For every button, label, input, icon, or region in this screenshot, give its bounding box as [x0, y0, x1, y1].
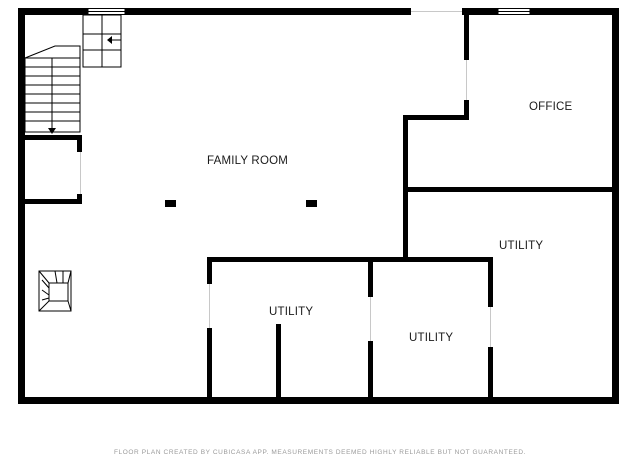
- stair-arrows: [48, 36, 121, 134]
- office-west-wall-lower: [464, 100, 469, 120]
- office-west-wall-upper: [464, 8, 469, 60]
- utility-middle-east-wall-bottom: [488, 347, 493, 404]
- closet-north-wall: [18, 135, 82, 140]
- door-openings: [80, 11, 491, 347]
- utility-left-stub-wall: [276, 324, 281, 404]
- office-south-wall: [403, 187, 619, 192]
- room-label-family-room: FAMILY ROOM: [207, 155, 289, 167]
- south-wall: [18, 397, 619, 404]
- utility-divider-wall-top: [368, 257, 373, 297]
- closet-south-wall: [18, 199, 82, 204]
- windows: [87, 8, 531, 15]
- north-wall-right-a: [462, 8, 498, 15]
- west-wall: [18, 8, 25, 404]
- closet-east-wall-top: [77, 135, 82, 152]
- north-wall-middle: [125, 8, 411, 15]
- room-label-office: OFFICE: [529, 101, 573, 113]
- utility-middle-east-wall-top: [488, 257, 493, 307]
- room-label-utility-left: UTILITY: [269, 306, 314, 318]
- north-wall-left: [18, 8, 88, 15]
- east-wall: [612, 8, 619, 404]
- room-label-utility-right: UTILITY: [499, 240, 544, 252]
- stair-down-arrow-icon: [48, 128, 56, 134]
- support-post-left: [165, 200, 176, 207]
- floor-plan-disclaimer: FLOOR PLAN CREATED BY CUBICASA APP. MEAS…: [113, 449, 527, 456]
- staircase: [24, 14, 122, 133]
- stair-left-arrow-icon: [107, 36, 112, 44]
- support-post-right: [306, 200, 317, 207]
- utility-divider-wall-bottom: [368, 341, 373, 404]
- office-jog-wall: [403, 115, 469, 120]
- closet-walls: [18, 135, 82, 204]
- exterior-walls: [18, 8, 619, 404]
- utility-walls: [207, 257, 493, 404]
- utility-north-wall: [207, 257, 493, 262]
- utility-left-west-wall-top: [207, 257, 212, 284]
- office-walls: [403, 8, 619, 260]
- utility-left-west-wall-bottom: [207, 328, 212, 404]
- fireplace-icon: [38, 270, 72, 312]
- room-label-utility-middle: UTILITY: [409, 332, 454, 344]
- north-wall-right-b: [530, 8, 619, 15]
